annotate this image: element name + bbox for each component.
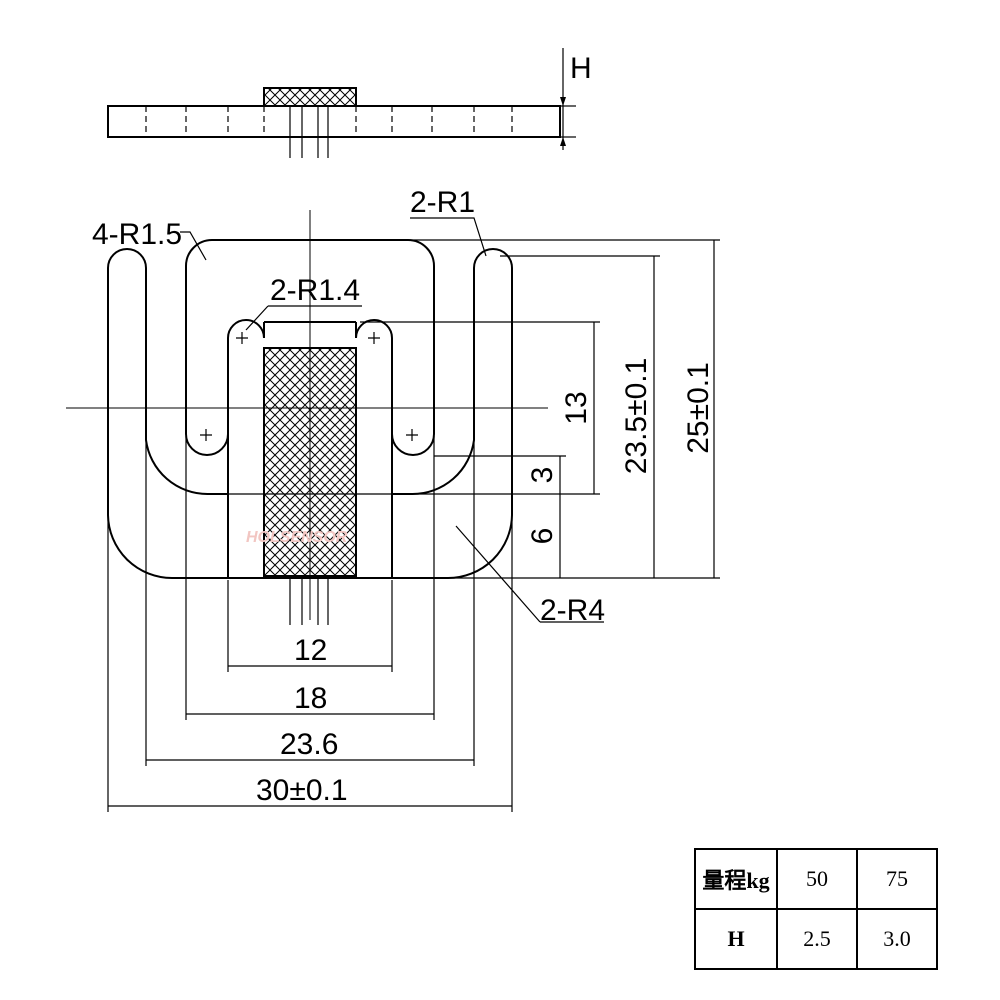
spec-height-3-0: 3.0 — [856, 908, 938, 970]
callout-2-r1-4: 2-R1.4 — [270, 274, 360, 307]
spec-header-height: H — [694, 908, 778, 970]
dim-width-12: 12 — [294, 634, 327, 667]
horizontal-dimensions: 12 18 23.6 30±0.1 — [107, 436, 513, 812]
dim-height-25: 25±0.1 — [682, 362, 715, 454]
callout-4-r1-5: 4-R1.5 — [92, 218, 182, 251]
spec-table: 量程kg 50 75 H 2.5 3.0 — [694, 848, 938, 970]
dim-height-23-5: 23.5±0.1 — [620, 358, 653, 475]
height-label: H — [570, 52, 592, 85]
strain-gauge-hatch — [263, 347, 357, 577]
dim-height-13: 13 — [560, 391, 593, 424]
callout-2-r1: 2-R1 — [410, 186, 475, 219]
vertical-dimensions: 13 3 6 23.5±0.1 25±0.1 — [212, 239, 720, 579]
spec-header-capacity: 量程kg — [694, 848, 778, 910]
side-view-strain-gauge — [263, 87, 357, 107]
spec-capacity-75: 75 — [856, 848, 938, 910]
front-view — [107, 239, 513, 625]
dim-height-3: 3 — [526, 467, 559, 484]
dim-width-18: 18 — [294, 682, 327, 715]
side-view-plate — [107, 105, 561, 138]
side-view: H — [107, 48, 592, 158]
dim-width-23-6: 23.6 — [280, 728, 338, 761]
spec-row-height: H 2.5 3.0 — [694, 908, 938, 970]
watermark-logo: HOLSENSOR — [246, 529, 348, 546]
callouts: 4-R1.5 2-R1 2-R1.4 2-R4 — [92, 186, 605, 627]
spec-row-capacity: 量程kg 50 75 — [694, 848, 938, 910]
hole-centers — [200, 332, 418, 441]
spec-capacity-50: 50 — [776, 848, 858, 910]
spec-height-2-5: 2.5 — [776, 908, 858, 970]
dim-width-30: 30±0.1 — [256, 774, 348, 807]
dim-height-6: 6 — [526, 528, 559, 545]
